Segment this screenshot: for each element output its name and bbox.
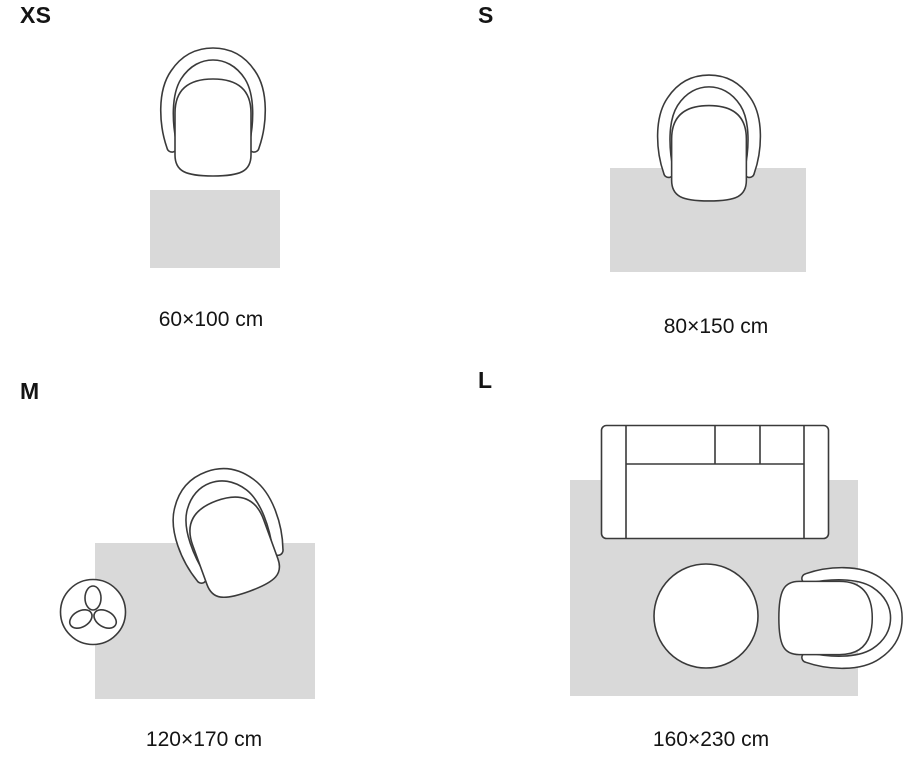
size-label-l: L <box>478 367 493 393</box>
plant-icon-m <box>59 578 127 646</box>
armchair-icon-xs <box>159 47 267 177</box>
armchair-rotated-group-l <box>778 566 903 670</box>
coffee-table-icon-l <box>653 563 759 669</box>
size-caption-s: 80×150 cm <box>663 315 769 338</box>
size-label-xs: XS <box>20 2 52 28</box>
size-caption-l: 160×230 cm <box>652 728 770 751</box>
size-caption-xs: 60×100 cm <box>158 308 264 331</box>
size-label-m: M <box>20 378 40 404</box>
size-label-s: S <box>478 2 494 28</box>
armchair-icon-s <box>656 74 762 202</box>
armchair-icon-l <box>778 566 903 670</box>
rug-xs <box>150 190 280 268</box>
sofa-icon-l <box>600 424 830 540</box>
size-caption-m: 120×170 cm <box>145 728 263 751</box>
